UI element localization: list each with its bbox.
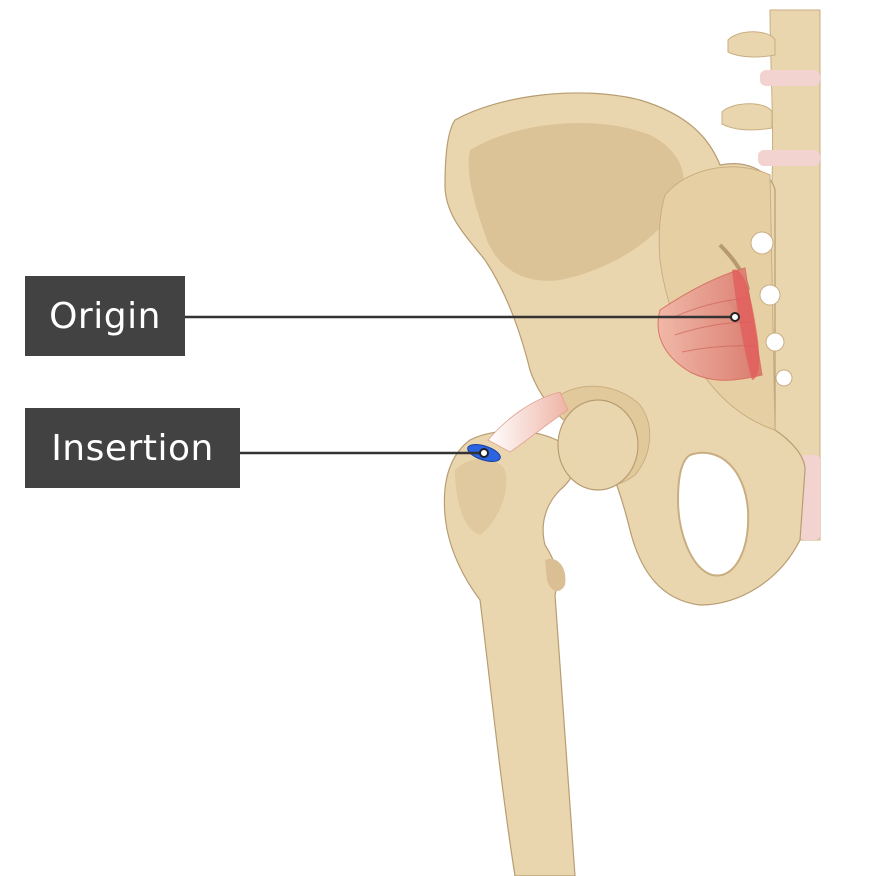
origin-label-text: Origin xyxy=(49,295,161,337)
insertion-label-text: Insertion xyxy=(51,427,214,469)
femur xyxy=(443,399,639,876)
insertion-point xyxy=(479,448,489,458)
origin-label: Origin xyxy=(25,276,185,356)
origin-point xyxy=(730,312,740,322)
piriformis-muscle xyxy=(657,267,763,381)
insertion-label: Insertion xyxy=(25,408,240,488)
vertebral-column xyxy=(721,9,821,541)
piriformis-tendon xyxy=(487,391,569,453)
